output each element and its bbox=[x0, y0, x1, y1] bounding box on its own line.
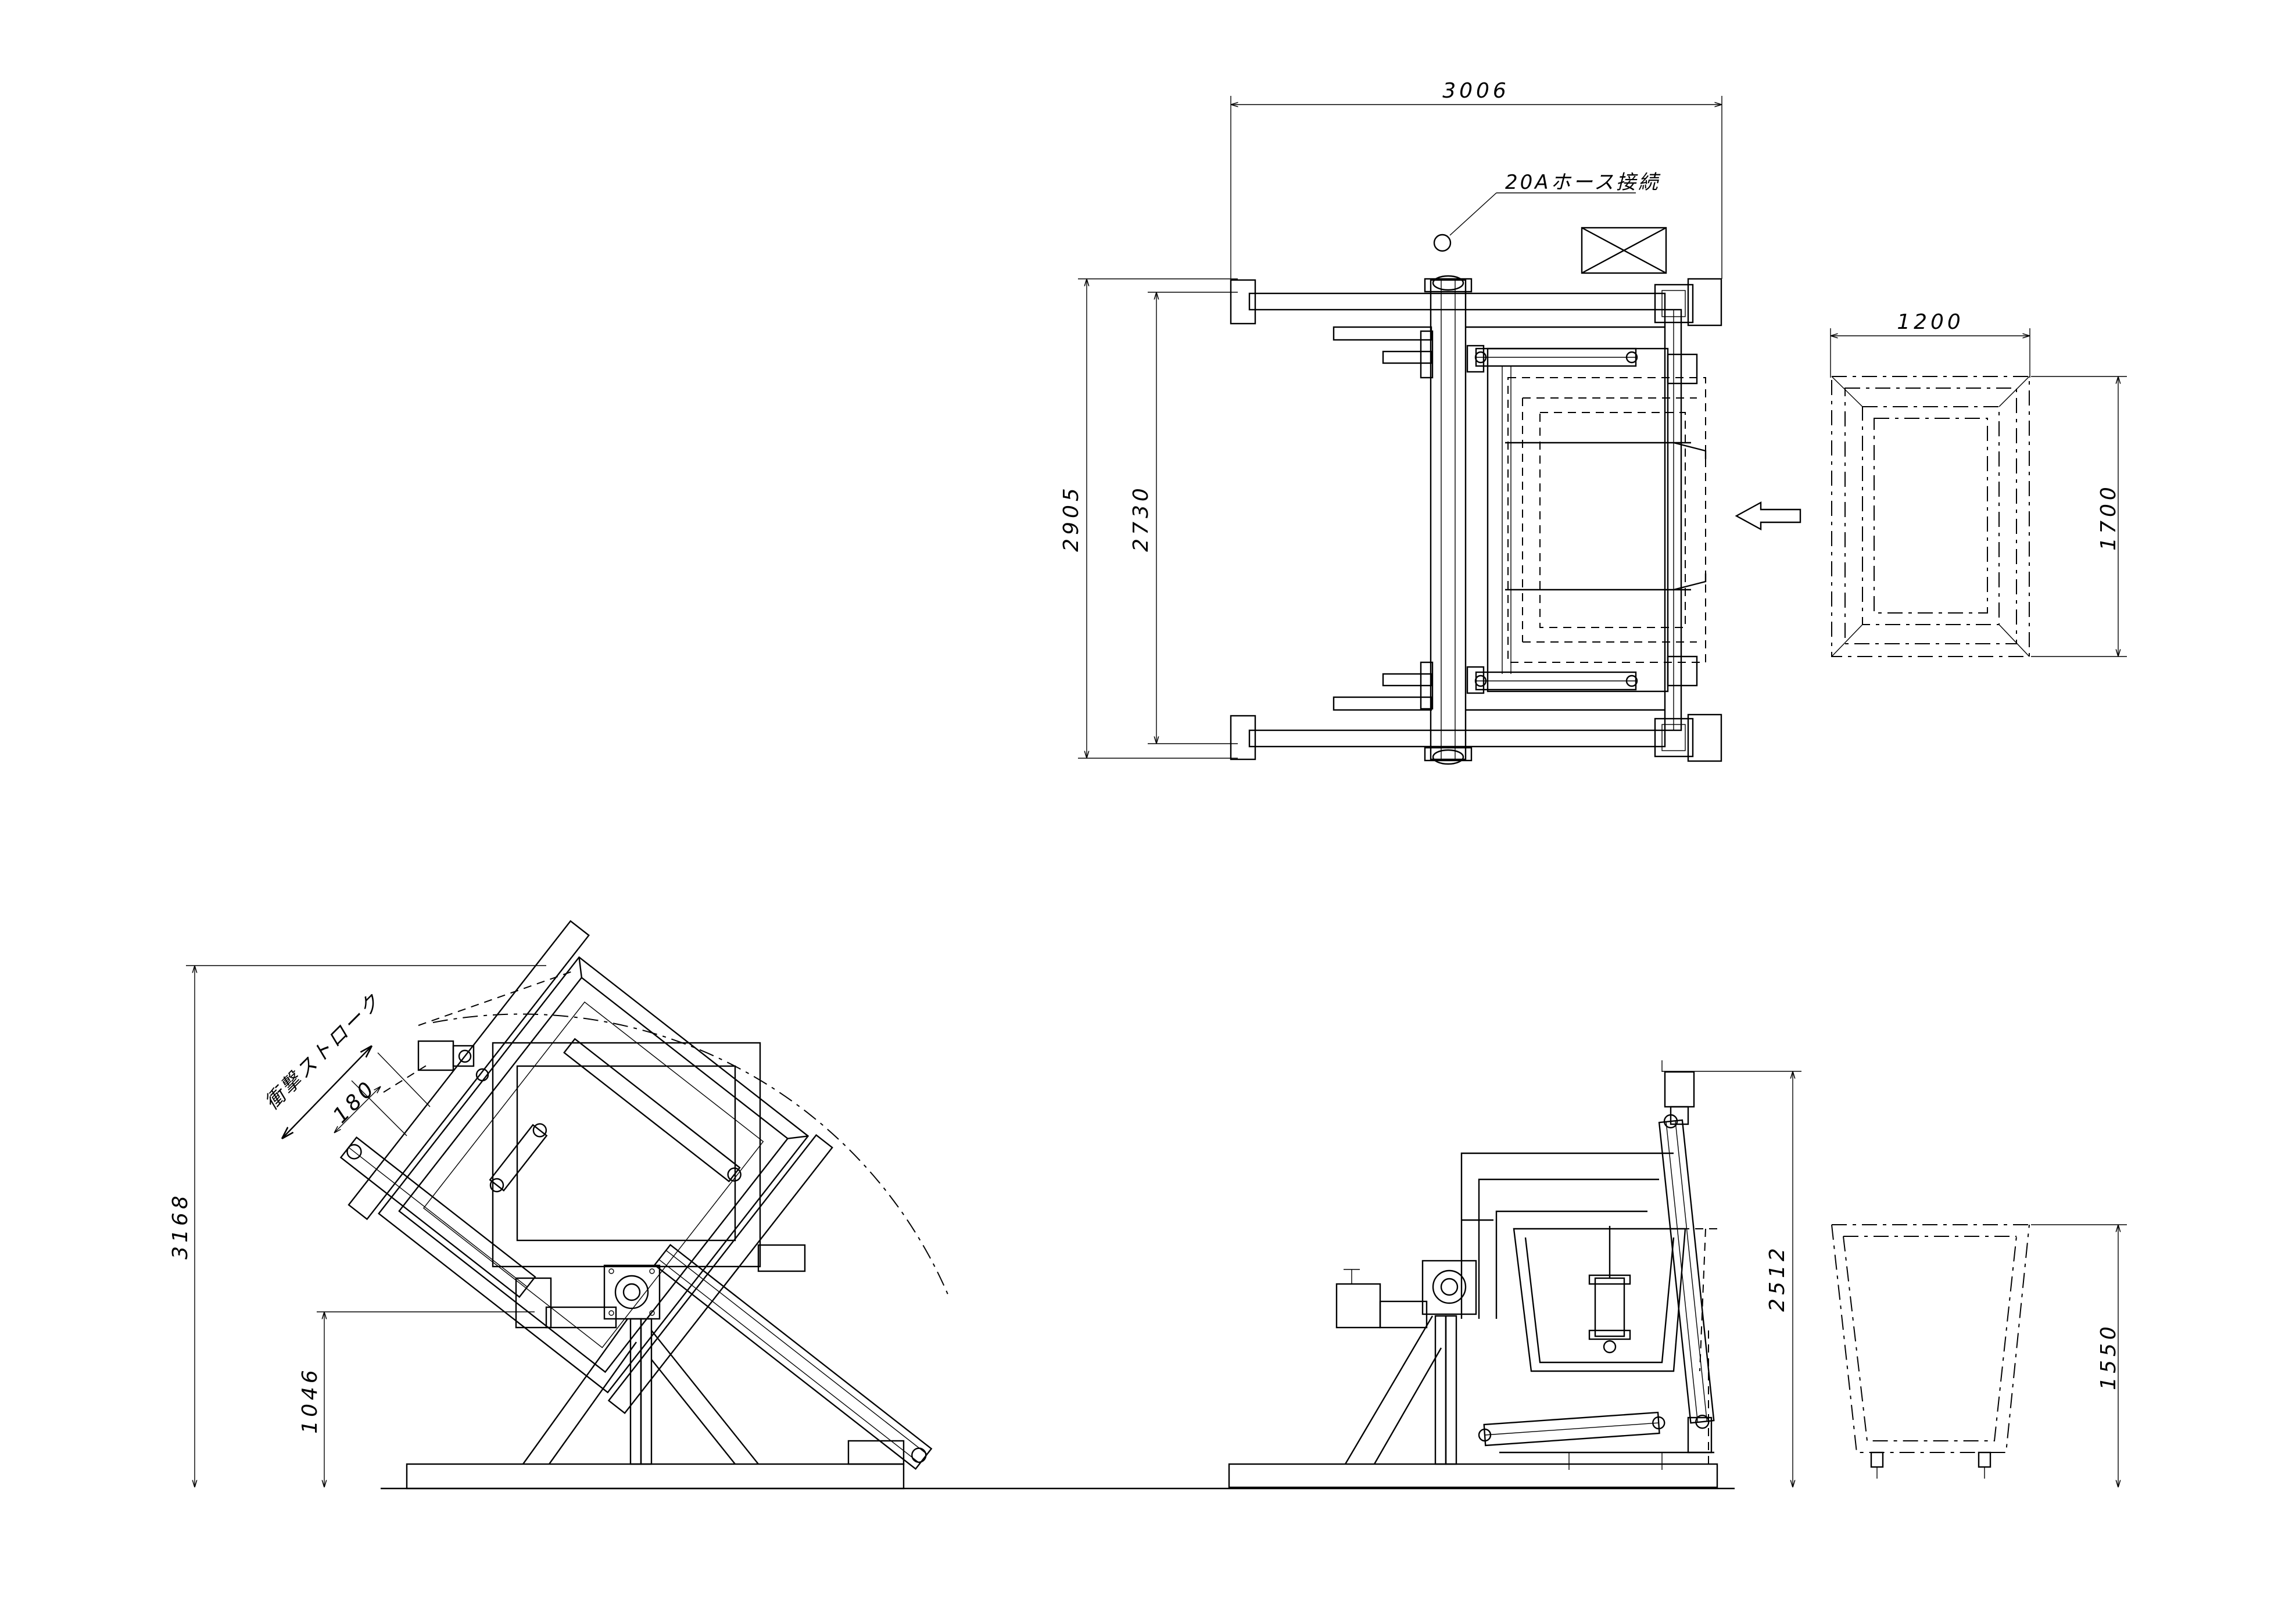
bin-plan: 1200 1700 bbox=[1830, 310, 2127, 657]
dim-1046: 1046 bbox=[298, 1366, 322, 1434]
dim-1550: 1550 bbox=[2097, 1323, 2121, 1390]
plan-view: 3006 2905 2730 20Aホース接続 bbox=[1059, 79, 2127, 765]
dim-2905: 2905 bbox=[1059, 485, 1083, 552]
dim-2512: 2512 bbox=[1765, 1244, 1789, 1312]
dim-1200: 1200 bbox=[1897, 310, 1964, 334]
side-view: 3168 1046 衝撃ストローク 180 bbox=[169, 920, 949, 1490]
dim-3168: 3168 bbox=[169, 1192, 192, 1260]
bin-side-view: 1550 bbox=[1831, 1224, 2127, 1487]
dim-2730: 2730 bbox=[1129, 485, 1153, 552]
front-view: 2512 bbox=[1228, 1060, 1801, 1488]
dim-3006: 3006 bbox=[1442, 79, 1510, 103]
hose-connection-note: 20Aホース接続 bbox=[1505, 171, 1661, 194]
left-arrow-icon bbox=[1735, 501, 1801, 531]
dim-1700: 1700 bbox=[2097, 483, 2121, 551]
